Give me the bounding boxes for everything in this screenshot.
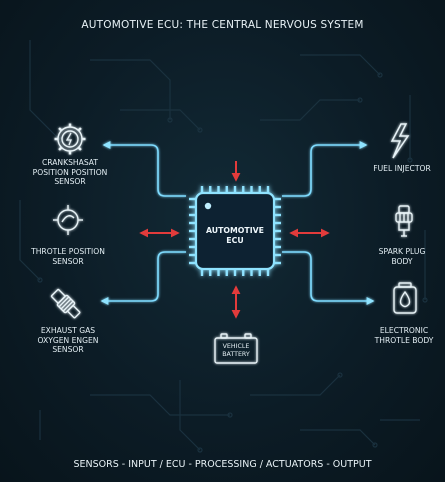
battery-label-line2: BATTERY [222, 350, 250, 358]
chip-pin1-dot [204, 202, 212, 210]
spark-plug-icon [395, 205, 413, 237]
circuit-background [19, 40, 428, 453]
oxygen-sensor-icon [50, 288, 81, 319]
oxygen-label-line3: SENSOR [52, 345, 84, 355]
throttle-sensor-label: THROTLE POSITION SENSOR [18, 247, 118, 266]
gear-tooth [58, 127, 63, 132]
crankshaft-label-line2: POSITION POSITION [32, 167, 108, 177]
vehicle-battery [214, 333, 258, 364]
crankshaft-gear-icon [54, 123, 86, 155]
fuel-injector-label: FUEL INJECTOR [362, 164, 442, 174]
throttle-body-connection [282, 251, 375, 305]
footer-caption: SENSORS - INPUT / ECU - PROCESSING / ACT… [73, 459, 372, 470]
battery-label-line1: VEHICLE [222, 343, 250, 350]
crankshaft-connection [102, 141, 186, 197]
ecu-label-line1: AUTOMOTIVE [205, 226, 265, 235]
battery-label: VEHICLE BATTERY [216, 343, 256, 358]
spark-label-line1: SPARK PLUG [378, 247, 426, 256]
oxygen-connection [100, 251, 186, 305]
crankshaft-label-line1: CRANKSHASAT [41, 158, 99, 167]
throttle-body-label-line2: THROTLE BODY [374, 335, 434, 345]
throttle-body-label: ELECTRONIC THROTLE BODY [364, 326, 444, 345]
crankshaft-sensor-label: CRANKSHASAT POSITION POSITION SENSOR [18, 158, 122, 187]
spark-label-line2: BODY [391, 256, 413, 266]
oxygen-label-line2: OXYGEN ENGEN [37, 335, 99, 345]
gear-tooth [77, 146, 82, 151]
gear-tooth [77, 127, 82, 132]
gear-tooth [58, 146, 63, 151]
throttle-body-label-line1: ELECTRONIC [379, 326, 429, 335]
page-title: AUTOMOTIVE ECU: THE CENTRAL NERVOUS SYST… [81, 19, 364, 31]
ecu-chip [189, 186, 281, 276]
oxygen-sensor-label: EXHAUST GAS OXYGEN ENGEN SENSOR [18, 326, 118, 355]
throttle-label-line2: SENSOR [52, 256, 84, 266]
lightning-bolt-icon [390, 123, 410, 159]
spark-plug-label: SPARK PLUG BODY [362, 247, 442, 266]
ecu-label: AUTOMOTIVE ECU [200, 226, 270, 246]
injector-label-line1: FUEL INJECTOR [373, 164, 431, 173]
throttle-sensor-icon [53, 205, 83, 235]
injector-connection [282, 141, 368, 197]
oxygen-label-line1: EXHAUST GAS [40, 326, 96, 335]
fuel-drop-icon [393, 282, 417, 314]
throttle-label-line1: THROTLE POSITION [31, 247, 105, 256]
crankshaft-label-line3: SENSOR [54, 177, 86, 187]
ecu-label-line2: ECU [226, 236, 244, 245]
